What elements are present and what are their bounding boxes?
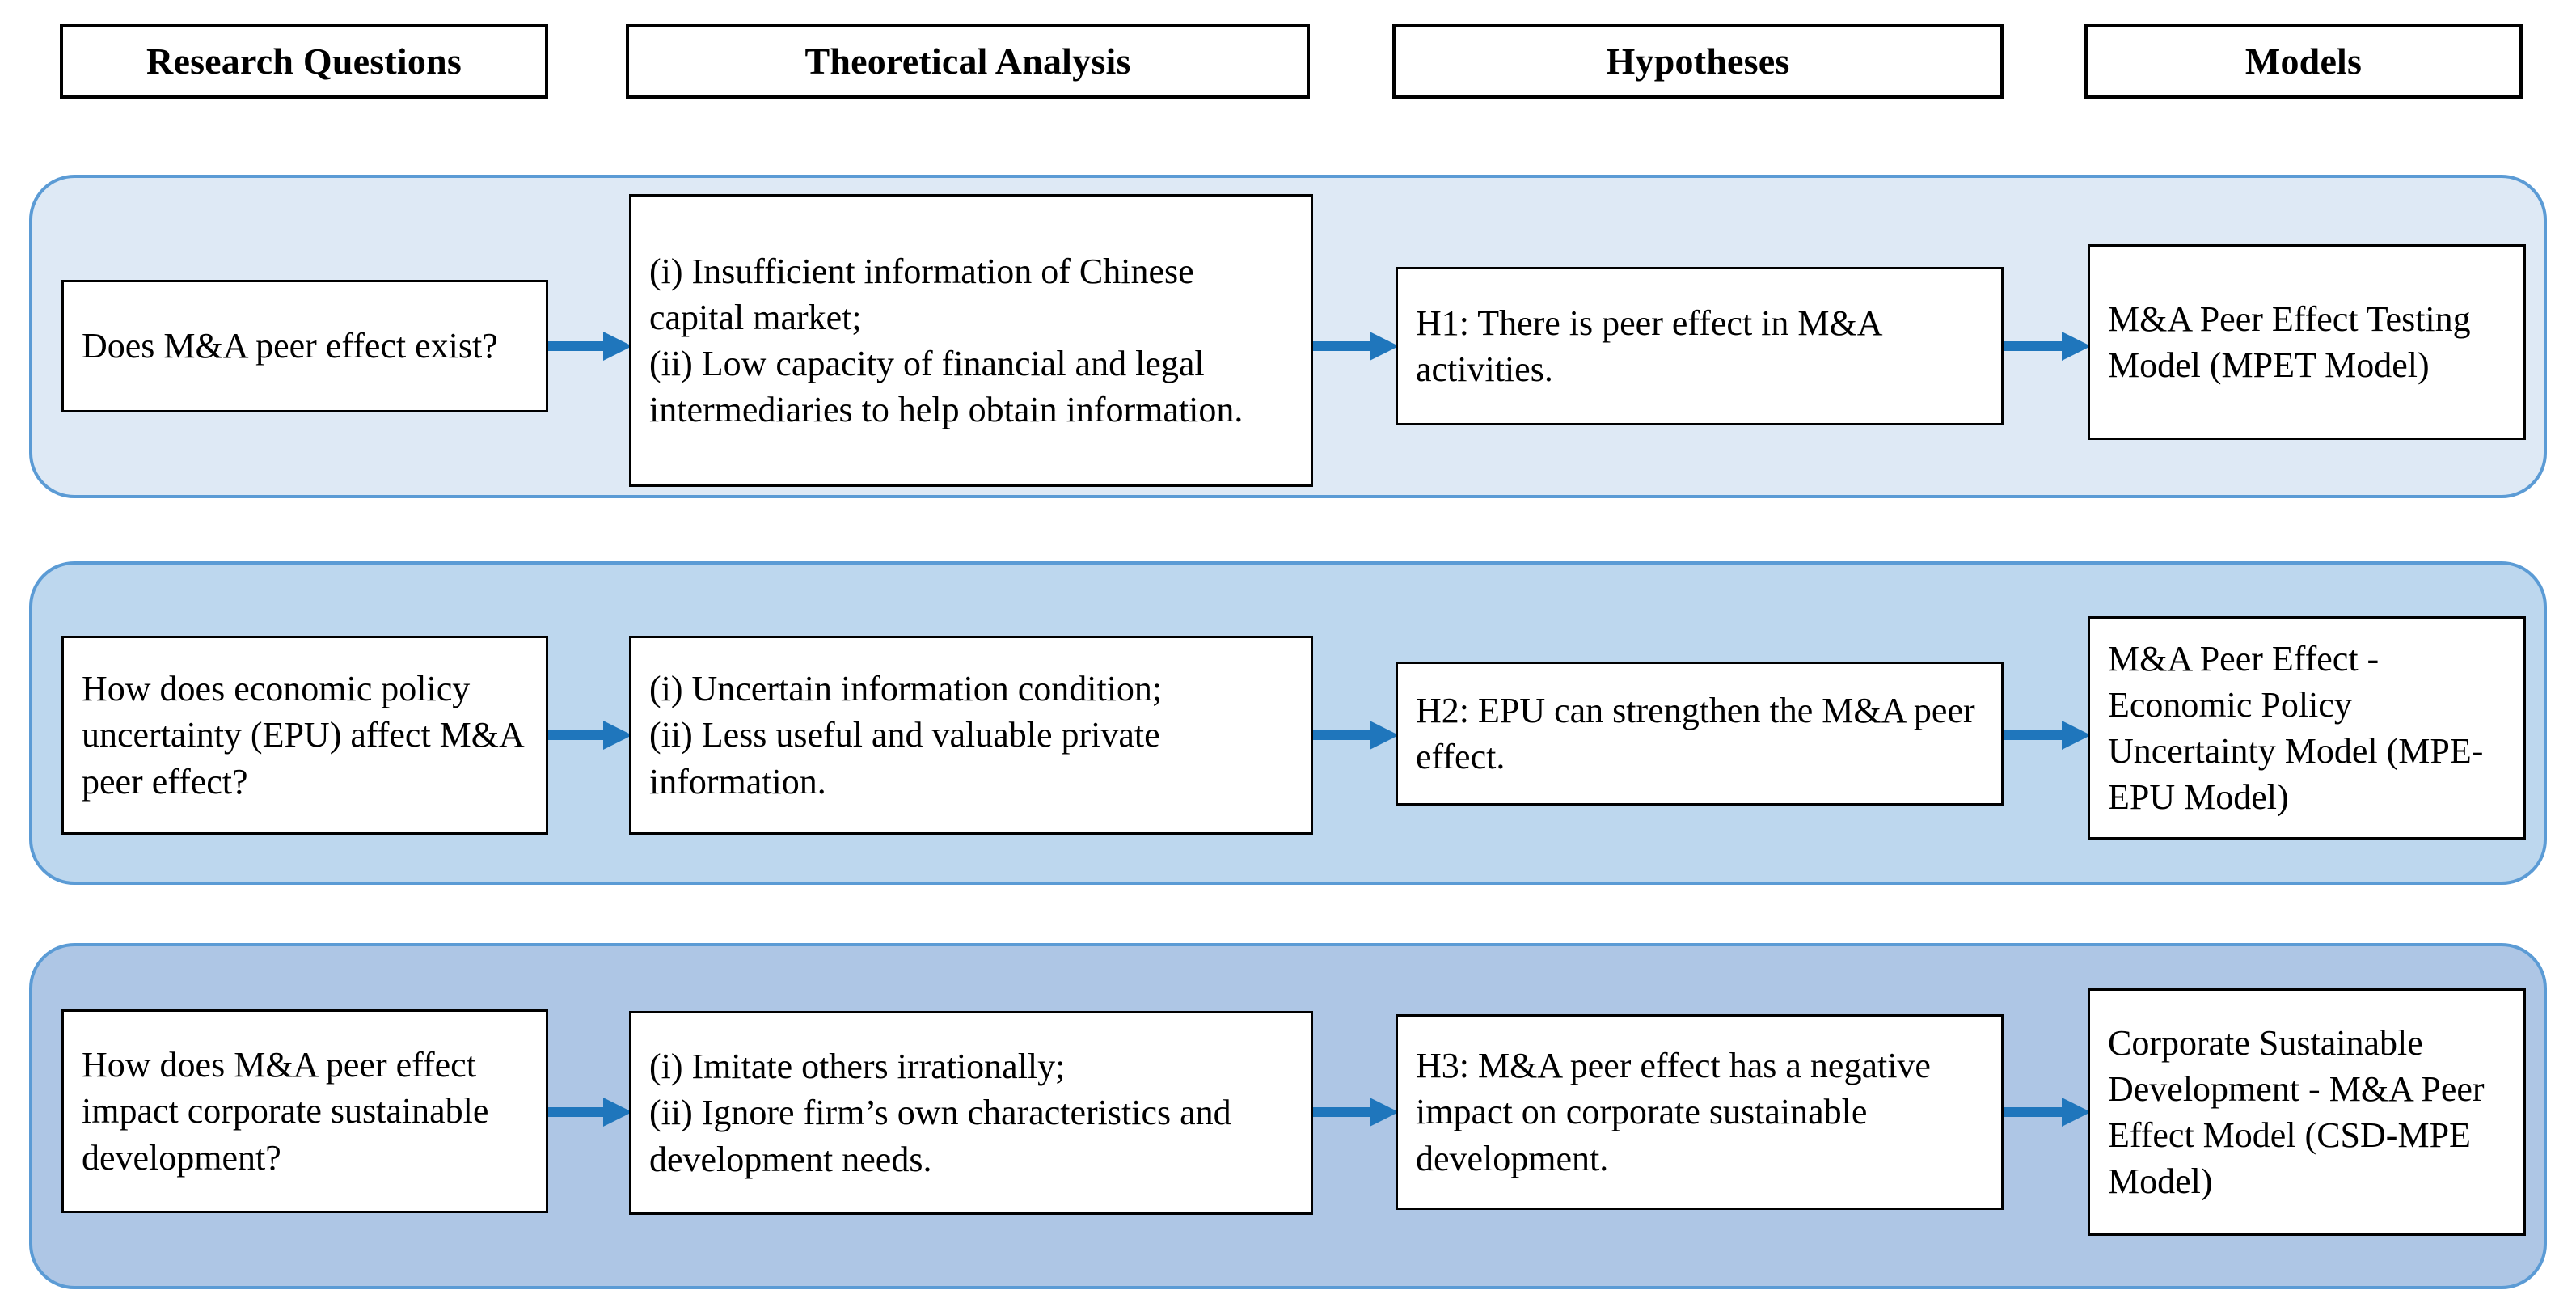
model-text: M&A Peer Effect Testing Model (MPET Mode… xyxy=(2108,298,2471,385)
model-box-1: M&A Peer Effect Testing Model (MPET Mode… xyxy=(2088,244,2526,440)
hypothesis-box-1: H1: There is peer effect in M&A activiti… xyxy=(1396,267,2004,425)
arrow-question-to-theory-3 xyxy=(548,1096,632,1128)
hypothesis-text: H2: EPU can strengthen the M&A peer effe… xyxy=(1416,690,1975,776)
model-box-3: Corporate Sustainable Development - M&A … xyxy=(2088,988,2526,1236)
research-question-text: How does economic policy uncertainty (EP… xyxy=(82,669,523,802)
column-header-row: Research Questions Theoretical Analysis … xyxy=(0,24,2576,99)
column-header-research-questions: Research Questions xyxy=(60,24,548,99)
arrow-question-to-theory-1 xyxy=(548,330,632,362)
hypothesis-text: H3: M&A peer effect has a negative impac… xyxy=(1416,1046,1931,1178)
arrow-hypothesis-to-model-3 xyxy=(2004,1096,2091,1128)
theoretical-analysis-text: (i) Imitate others irrationally; (ii) Ig… xyxy=(649,1047,1231,1179)
column-header-hypotheses: Hypotheses xyxy=(1392,24,2004,99)
column-header-label: Hypotheses xyxy=(1606,40,1790,82)
hypothesis-box-3: H3: M&A peer effect has a negative impac… xyxy=(1396,1014,2004,1210)
theoretical-analysis-box-3: (i) Imitate others irrationally; (ii) Ig… xyxy=(629,1011,1313,1215)
research-question-text: How does M&A peer effect impact corporat… xyxy=(82,1045,489,1178)
research-question-box-2: How does economic policy uncertainty (EP… xyxy=(61,636,548,835)
research-question-text: Does M&A peer effect exist? xyxy=(82,326,498,366)
model-text: M&A Peer Effect - Economic Policy Uncert… xyxy=(2108,638,2484,818)
theoretical-analysis-box-2: (i) Uncertain information condition; (ii… xyxy=(629,636,1313,835)
hypothesis-box-2: H2: EPU can strengthen the M&A peer effe… xyxy=(1396,662,2004,806)
theoretical-analysis-text: (i) Uncertain information condition; (ii… xyxy=(649,669,1163,802)
column-header-label: Models xyxy=(2244,40,2363,82)
column-header-label: Theoretical Analysis xyxy=(804,40,1131,82)
arrow-hypothesis-to-model-2 xyxy=(2004,719,2091,751)
arrow-question-to-theory-2 xyxy=(548,719,632,751)
research-question-box-1: Does M&A peer effect exist? xyxy=(61,280,548,412)
hypothesis-text: H1: There is peer effect in M&A activiti… xyxy=(1416,302,1881,389)
model-text: Corporate Sustainable Development - M&A … xyxy=(2108,1022,2485,1202)
theoretical-analysis-box-1: (i) Insufficient information of Chinese … xyxy=(629,194,1313,487)
arrow-theory-to-hypothesis-1 xyxy=(1313,330,1399,362)
arrow-theory-to-hypothesis-2 xyxy=(1313,719,1399,751)
column-header-models: Models xyxy=(2084,24,2523,99)
research-question-box-3: How does M&A peer effect impact corporat… xyxy=(61,1009,548,1213)
model-box-2: M&A Peer Effect - Economic Policy Uncert… xyxy=(2088,616,2526,840)
theoretical-analysis-text: (i) Insufficient information of Chinese … xyxy=(649,251,1244,430)
column-header-theoretical-analysis: Theoretical Analysis xyxy=(626,24,1310,99)
column-header-label: Research Questions xyxy=(146,40,462,82)
arrow-hypothesis-to-model-1 xyxy=(2004,330,2091,362)
arrow-theory-to-hypothesis-3 xyxy=(1313,1096,1399,1128)
